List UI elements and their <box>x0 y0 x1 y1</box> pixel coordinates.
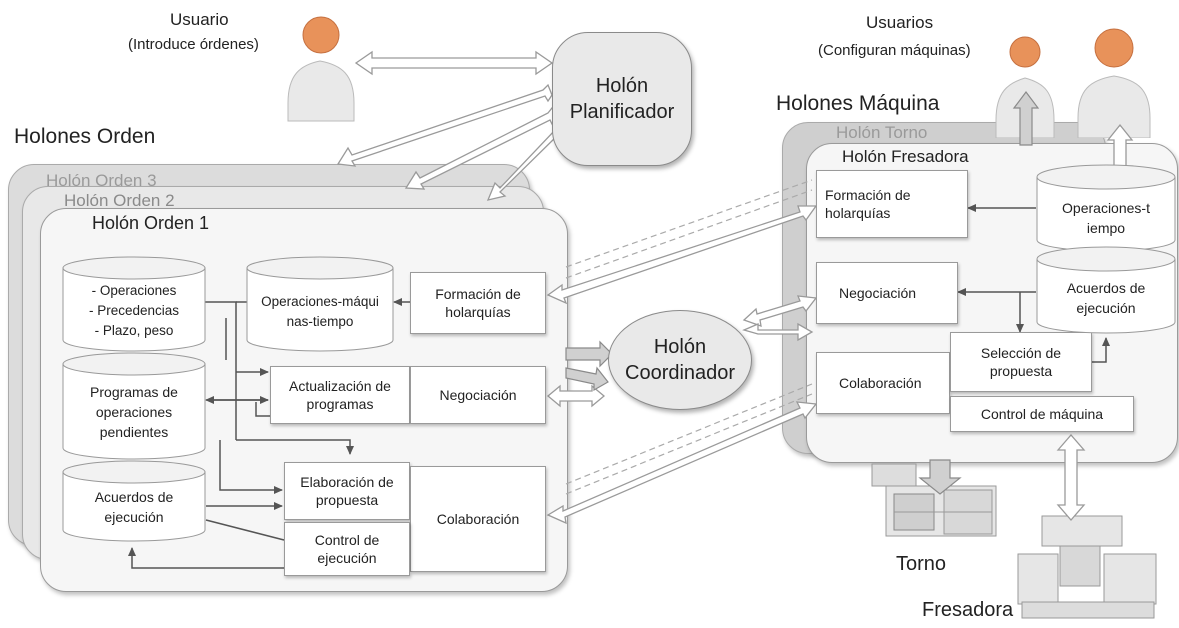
orden-negociacion-box: Negociación <box>410 366 546 424</box>
user-left-title: Usuario <box>170 10 229 29</box>
fresadora-machine-icon <box>1017 515 1157 619</box>
orden-actualizacion-label: Actualización de programas <box>289 378 391 412</box>
maq-control-box: Control de máquina <box>950 396 1134 432</box>
maq-formacion-box: Formación de holarquías <box>816 170 968 238</box>
db-operaciones-line1: - Operaciones <box>91 283 177 298</box>
user-left-icon <box>287 16 355 122</box>
holon-planificador: Holón Planificador <box>552 32 692 166</box>
holon-orden-1-title: Holón Orden 1 <box>92 213 210 233</box>
holon-torno-title: Holón Torno <box>836 123 928 142</box>
db-acuerdos-orden-label: Acuerdos de ejecución <box>94 489 174 525</box>
orden-control-label: Control de ejecución <box>314 532 380 566</box>
maq-seleccion-label: Selección de propuesta <box>980 345 1062 379</box>
db-operaciones-tiempo: Operaciones-tiempo <box>1036 164 1176 252</box>
users-right-title: Usuarios <box>866 13 934 32</box>
db-acuerdos-orden: Acuerdos de ejecución <box>62 460 206 542</box>
maq-colaboracion-box: Colaboración <box>816 352 950 414</box>
db-programas: Programas de operaciones pendientes <box>62 352 206 460</box>
torno-machine-icon <box>871 463 997 537</box>
fresadora-label: Fresadora <box>922 599 1014 621</box>
holones-maquina-title: Holones Máquina <box>776 92 940 115</box>
torno-label: Torno <box>896 553 947 575</box>
db-operaciones-tiempo-label: Operaciones-tiempo <box>1062 200 1150 236</box>
orden-actualizacion-box: Actualización de programas <box>270 366 410 424</box>
orden-elaboracion-box: Elaboración de propuesta <box>284 462 410 520</box>
maq-negociacion-box: Negociación <box>816 262 958 324</box>
user-right-1-icon <box>995 36 1055 138</box>
orden-negociacion-label: Negociación <box>439 387 517 403</box>
users-right-subtitle: (Configuran máquinas) <box>818 42 971 59</box>
maq-negociacion-label: Negociación <box>839 285 917 301</box>
db-programas-label: Programas de operaciones pendientes <box>90 384 178 440</box>
holones-orden-title: Holones Orden <box>14 125 156 148</box>
orden-control-box: Control de ejecución <box>284 522 410 576</box>
holon-coordinador-label: Holón Coordinador <box>625 336 736 384</box>
db-op-maq-tiempo: Operaciones-máquinas-tiempo <box>246 256 394 352</box>
holon-orden-3-title: Holón Orden 3 <box>46 171 157 190</box>
orden-formacion-box: Formación de holarquías <box>410 272 546 334</box>
db-acuerdos-maquina-label: Acuerdos de ejecución <box>1066 280 1146 316</box>
orden-colaboracion-label: Colaboración <box>436 511 520 527</box>
orden-colaboracion-box: Colaboración <box>410 466 546 572</box>
user-left-subtitle: (Introduce órdenes) <box>128 36 259 53</box>
maq-colaboracion-label: Colaboración <box>839 375 922 391</box>
db-acuerdos-maquina: Acuerdos de ejecución <box>1036 246 1176 334</box>
holon-coordinador: Holón Coordinador <box>608 310 752 410</box>
holon-fresadora-title: Holón Fresadora <box>842 147 969 166</box>
holon-orden-2-title: Holón Orden 2 <box>64 191 175 210</box>
holon-planificador-label: Holón Planificador <box>569 75 675 123</box>
orden-formacion-label: Formación de holarquías <box>435 286 521 320</box>
db-op-maq-tiempo-label: Operaciones-máquinas-tiempo <box>261 294 379 329</box>
db-operaciones-line2: - Precedencias <box>88 303 180 318</box>
maq-control-label: Control de máquina <box>980 406 1104 422</box>
maq-formacion-label: Formación de holarquías <box>825 187 911 221</box>
maq-seleccion-box: Selección de propuesta <box>950 332 1092 392</box>
orden-elaboracion-label: Elaboración de propuesta <box>300 474 394 508</box>
user-right-2-icon <box>1077 28 1151 138</box>
db-operaciones-line3: - Plazo, peso <box>94 323 174 338</box>
db-operaciones: - Operaciones - Precedencias - Plazo, pe… <box>62 256 206 352</box>
